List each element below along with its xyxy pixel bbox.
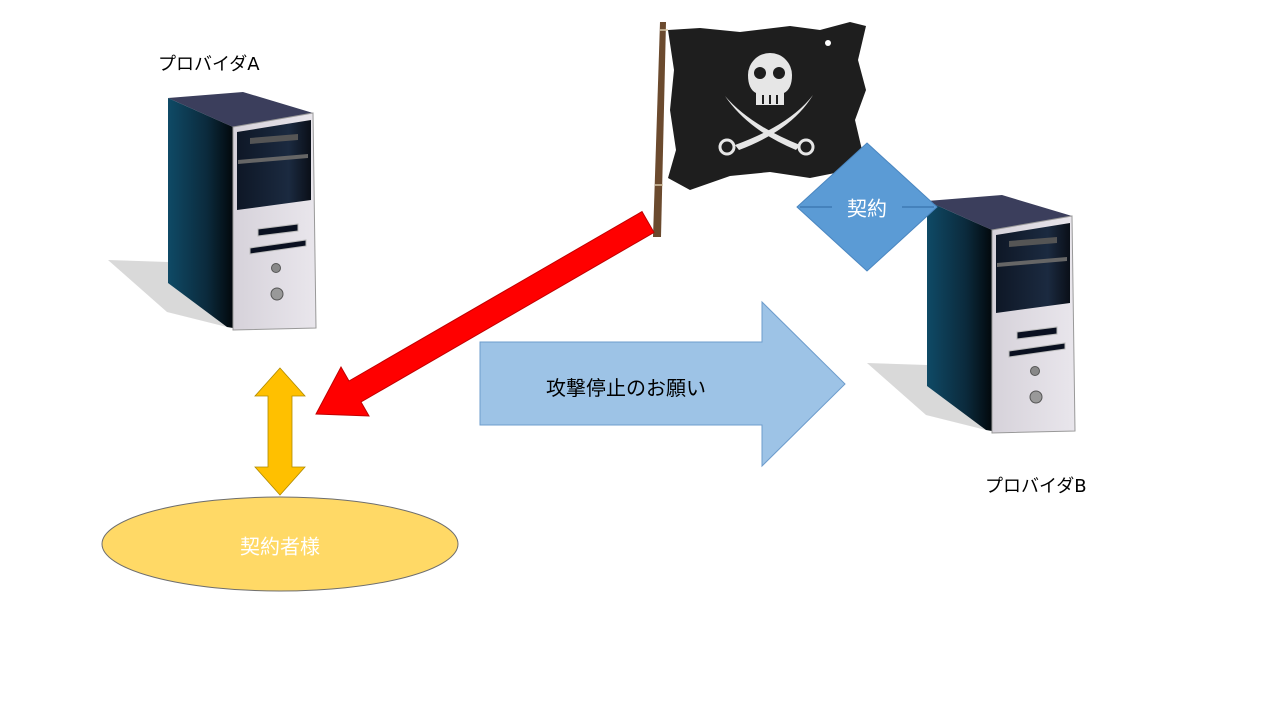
red-arrow <box>315 210 655 417</box>
contract-label: 契約 <box>847 196 887 221</box>
provider-a-label: プロバイダA <box>158 54 260 75</box>
contract-diamond <box>796 142 938 272</box>
provider-b-label: プロバイダB <box>985 476 1087 497</box>
customer-label: 契約者様 <box>240 534 320 559</box>
request-arrow <box>479 300 846 468</box>
double-arrow <box>254 367 306 496</box>
customer-ellipse <box>101 496 459 592</box>
server-provider-a <box>107 91 317 331</box>
request-label: 攻撃停止のお願い <box>546 376 706 400</box>
pirate-flag-icon <box>653 22 866 237</box>
